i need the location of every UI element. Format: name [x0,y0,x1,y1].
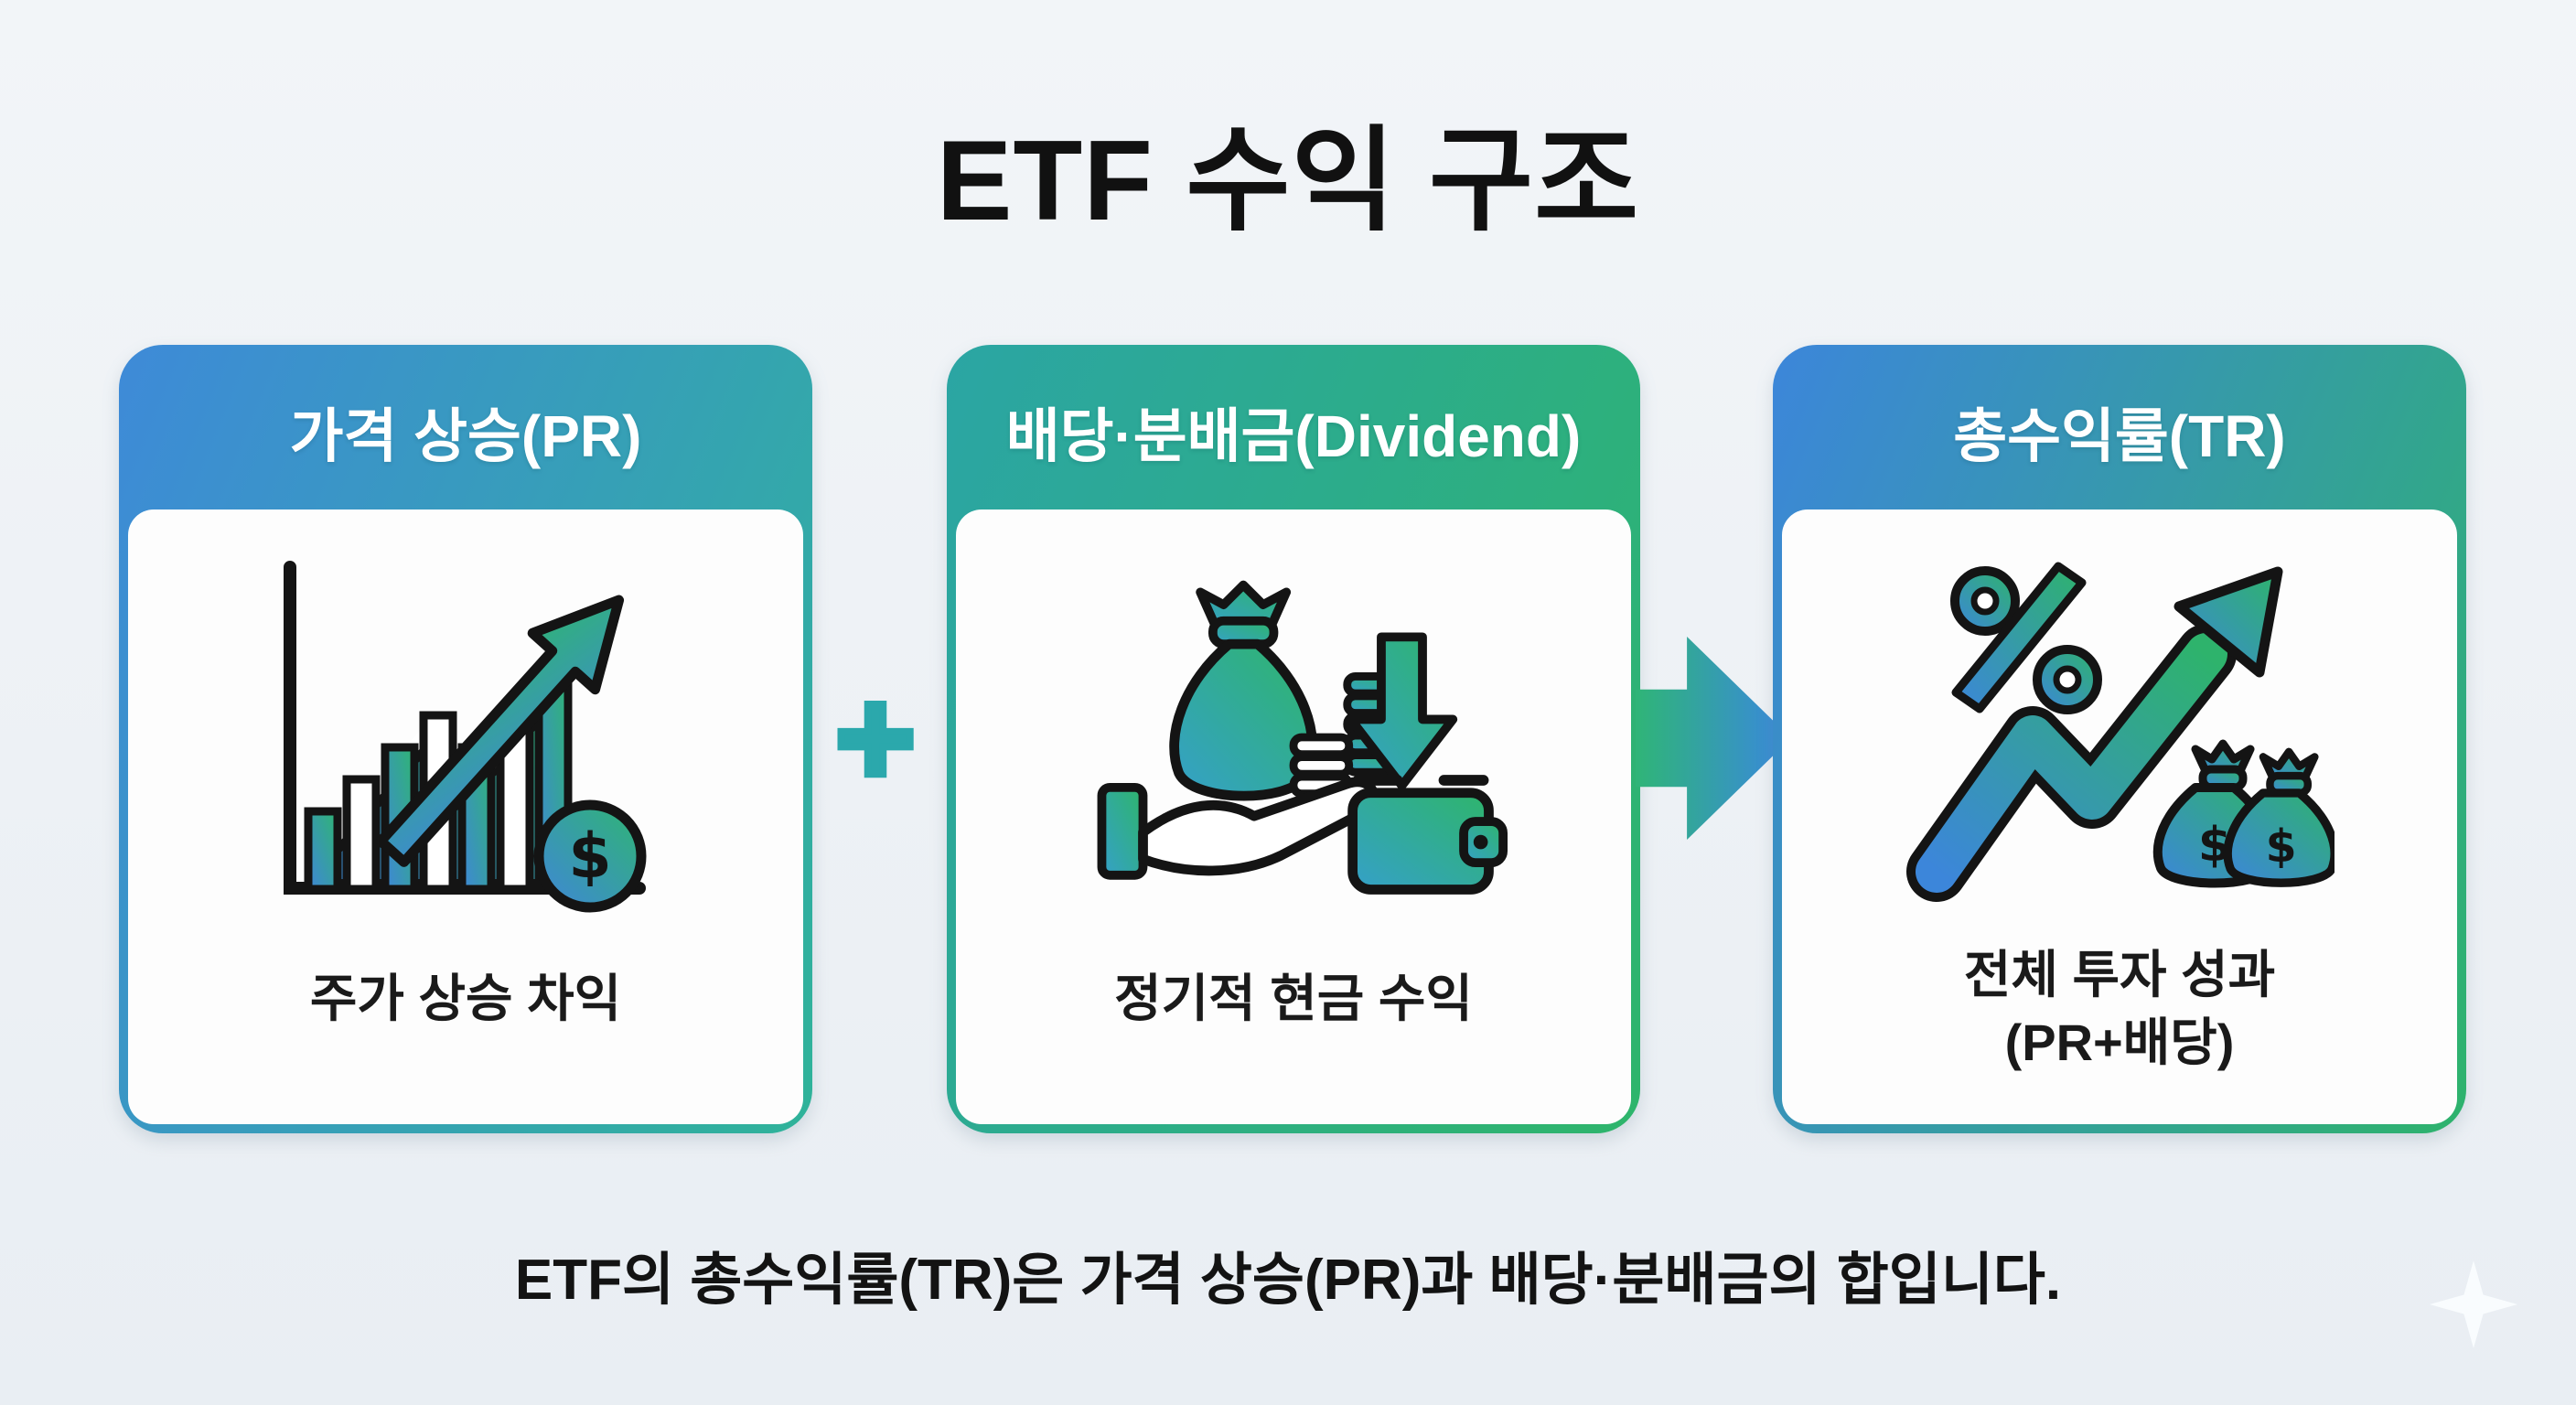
growth-chart-dollar-icon: $ [251,509,681,965]
card-dividend-body: 정기적 현금 수익 [956,509,1631,1124]
card-price-return-caption: 주가 상승 차익 [309,970,622,1028]
card-total-return-caption-line1: 전체 투자 성과 [1963,946,2276,1004]
card-dividend-header-label: 배당·분배금(Dividend) [1005,403,1582,469]
card-total-return-caption: 전체 투자 성과 (PR+배당) [1964,941,2275,1077]
hand-moneybag-wallet-icon [1079,509,1508,965]
svg-text:$: $ [568,820,611,893]
page-title: ETF 수익 구조 [936,118,1640,244]
card-price-return: 가격 상승(PR) [119,345,812,1133]
card-price-return-header-label: 가격 상승(PR) [289,403,642,469]
plus-icon: + [832,660,919,814]
card-dividend: 배당·분배금(Dividend) [947,345,1640,1133]
card-dividend-header: 배당·분배금(Dividend) [956,354,1631,509]
growth-chart-dollar-svg: $ [284,561,647,913]
card-total-return-header-label: 총수익률(TR) [1953,403,2286,469]
card-total-return-header: 총수익률(TR) [1782,354,2457,509]
card-dividend-caption: 정기적 현금 수익 [1114,970,1473,1028]
percent-arrow-moneybags-svg: $ [1906,562,2334,903]
card-total-return-body: $ 전체 투자 성과 (PR+배당) [1782,509,2457,1124]
percent-arrow-moneybags-icon: $ [1905,509,2334,941]
card-total-return: 총수익률(TR) [1773,345,2466,1133]
flow-arrow-icon [1636,637,1791,840]
card-total-return-caption-line2: (PR+배당) [2004,1014,2235,1072]
card-price-return-body: $ 주가 상승 차익 [128,509,803,1124]
footer-note: ETF의 총수익률(TR)은 가격 상승(PR)과 배당·분배금의 합입니다. [514,1249,2062,1312]
card-price-return-header: 가격 상승(PR) [128,354,803,509]
hand-moneybag-wallet-svg [1097,580,1508,895]
